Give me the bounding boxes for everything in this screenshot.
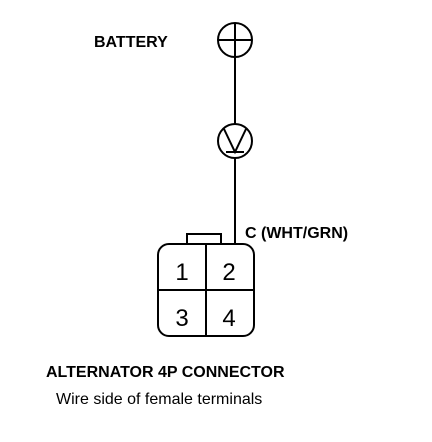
battery-terminal-icon	[217, 22, 253, 58]
connector-subtitle: Wire side of female terminals	[56, 391, 262, 408]
connector-pin-1: 1	[175, 259, 188, 286]
connector-pin-2: 2	[222, 259, 235, 286]
battery-label: BATTERY	[94, 34, 168, 51]
connector-pin-4: 4	[222, 305, 235, 332]
connector-pin-3: 3	[175, 305, 188, 332]
alternator-connector: 1 2 3 4	[157, 233, 255, 337]
connector-title: ALTERNATOR 4P CONNECTOR	[46, 364, 285, 381]
wire-label: C (WHT/GRN)	[245, 225, 348, 242]
voltmeter-icon	[217, 123, 253, 159]
